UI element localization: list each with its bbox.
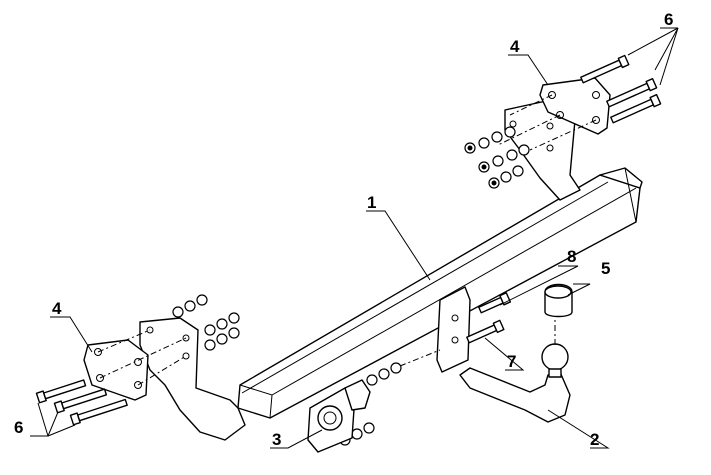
callout-7: 7 <box>507 352 516 371</box>
electrical-socket-plate <box>307 379 371 453</box>
crossbar <box>237 167 643 419</box>
callout-2: 2 <box>590 430 599 449</box>
arm-bolt <box>466 319 505 344</box>
tow-ball-arm <box>459 318 571 423</box>
callout-4-lower: 4 <box>52 299 62 318</box>
leader-lines <box>30 27 679 449</box>
callout-1: 1 <box>367 193 376 212</box>
nuts-washers-upper <box>464 126 530 189</box>
side-bracket-left <box>83 317 246 441</box>
ball-cover-cap <box>544 283 573 318</box>
callout-6-upper: 6 <box>664 10 673 29</box>
bracket-bolts-lower <box>35 329 187 426</box>
bracket-bolts-upper <box>497 54 662 151</box>
callout-3: 3 <box>272 430 281 449</box>
callouts: 1 2 3 4 4 5 6 6 7 8 <box>14 10 673 449</box>
callout-4-upper: 4 <box>510 37 520 56</box>
side-bracket-right <box>504 77 611 201</box>
callout-8: 8 <box>567 247 576 266</box>
arm-bolt-short <box>478 292 512 314</box>
callout-5: 5 <box>601 259 610 278</box>
callout-6-lower: 6 <box>14 418 23 437</box>
